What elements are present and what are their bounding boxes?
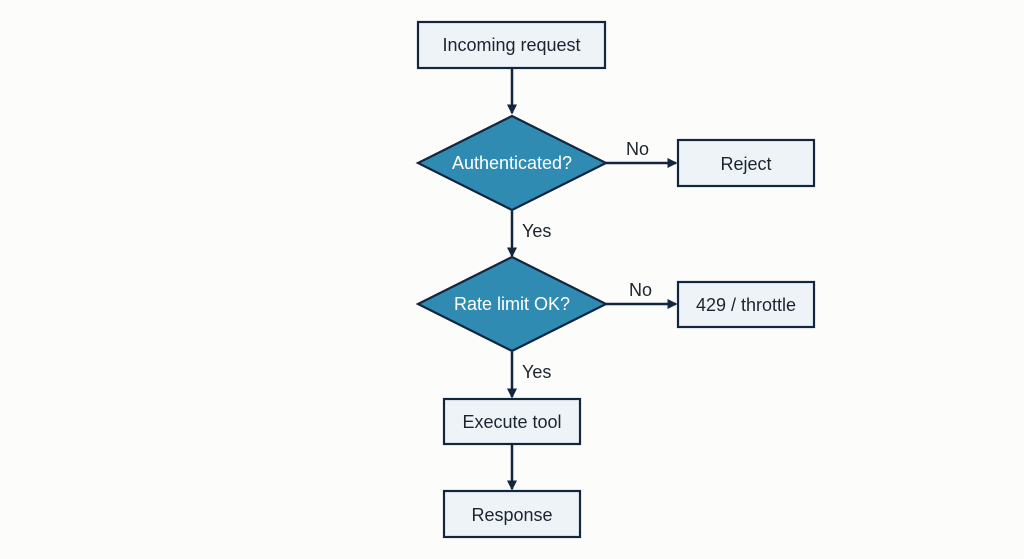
node-reject: Reject	[676, 138, 816, 188]
node-execute-tool-label: Execute tool	[462, 412, 561, 432]
node-response-label: Response	[471, 505, 552, 525]
edge-label-rate-no: No	[629, 280, 652, 300]
decision-rate-limit-label: Rate limit OK?	[454, 294, 570, 314]
node-response: Response	[442, 489, 582, 539]
node-execute-tool: Execute tool	[442, 397, 582, 446]
decision-authenticated: Authenticated?	[415, 114, 609, 212]
node-incoming-request: Incoming request	[416, 20, 607, 70]
node-throttle: 429 / throttle	[676, 280, 816, 329]
edge-label-rate-yes: Yes	[522, 362, 551, 382]
node-reject-label: Reject	[720, 154, 771, 174]
edge-label-auth-no: No	[626, 139, 649, 159]
decision-rate-limit: Rate limit OK?	[415, 255, 609, 353]
node-incoming-request-label: Incoming request	[442, 35, 580, 55]
node-throttle-label: 429 / throttle	[696, 295, 796, 315]
edge-label-auth-yes: Yes	[522, 221, 551, 241]
decision-authenticated-label: Authenticated?	[452, 153, 572, 173]
